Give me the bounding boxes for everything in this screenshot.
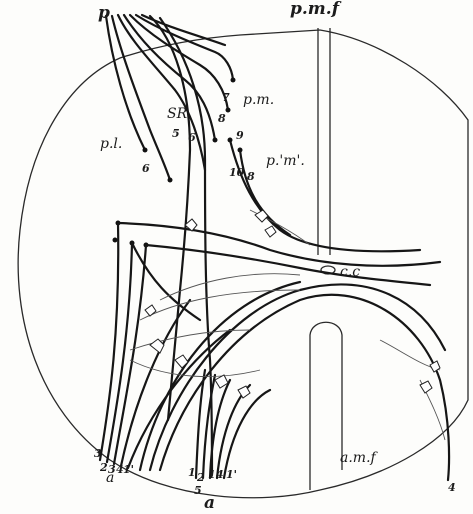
num-2: 2 bbox=[99, 461, 108, 474]
anterior-root-fibers-left bbox=[100, 223, 230, 468]
label-pl: p.l. bbox=[100, 136, 122, 152]
label-amf: a.m.f bbox=[340, 450, 379, 466]
label-pm: p.m. bbox=[243, 92, 274, 108]
num-1: 1 bbox=[188, 466, 196, 479]
label-sr: SR bbox=[167, 106, 188, 122]
num-6b: 6 bbox=[142, 162, 150, 175]
label-pmf: p.m.f bbox=[290, 0, 342, 19]
num-5b: 5 bbox=[194, 484, 202, 497]
num-1d: 1' bbox=[226, 468, 237, 481]
num-5: 5 bbox=[172, 127, 180, 140]
posterior-median-fissure bbox=[318, 28, 330, 255]
num-8b: 8 bbox=[247, 170, 255, 183]
anterior-median-fissure bbox=[310, 322, 342, 490]
label-a-right: a bbox=[204, 493, 215, 513]
num-4c: 4 bbox=[448, 481, 456, 494]
label-cc: c.c bbox=[340, 264, 360, 280]
commissural-fibers bbox=[118, 223, 449, 480]
num-7: 7 bbox=[222, 91, 230, 104]
num-3: 3 bbox=[94, 447, 102, 460]
num-1c: 1 bbox=[208, 468, 216, 481]
num-9: 9 bbox=[236, 129, 244, 142]
num-2b: 2 bbox=[196, 471, 205, 484]
label-pm-prime: p.'m'. bbox=[266, 153, 305, 169]
num-3b: 3 bbox=[108, 463, 116, 476]
label-p: p bbox=[98, 3, 110, 23]
num-8: 8 bbox=[218, 112, 226, 125]
num-6a: 6 bbox=[188, 131, 196, 144]
num-1prime: 1' bbox=[123, 463, 134, 476]
num-10: 10 bbox=[229, 166, 245, 179]
anterior-root-fibers-right bbox=[196, 370, 270, 478]
num-4b: 4 bbox=[216, 468, 224, 481]
